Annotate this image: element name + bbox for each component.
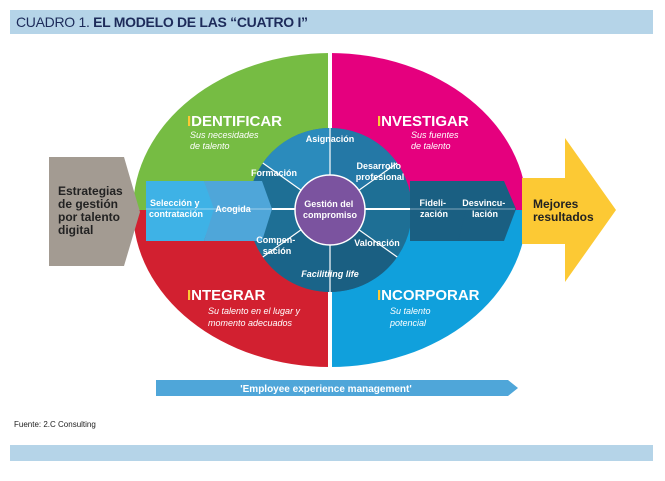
band-acogida (204, 181, 272, 241)
fidelizacion-label: Fideli- zación (419, 198, 448, 219)
strategy-box (49, 157, 140, 266)
desarrollo-label: Desarrollo profesional (356, 161, 405, 182)
center-circle (294, 174, 366, 246)
title-main: EL MODELO DE LAS “CUATRO I” (93, 14, 308, 30)
results-arrow (522, 138, 616, 282)
title-prefix: CUADRO 1. (16, 14, 90, 30)
bottom-bar (10, 445, 653, 461)
figure-title: CUADRO 1. EL MODELO DE LAS “CUATRO I” (16, 14, 308, 30)
center-label: Gestión del compromiso (303, 199, 358, 220)
strategy-text: Estrategias de gestión por talento digit… (58, 184, 126, 237)
identificar-sub: Sus necesidades de talento (190, 130, 261, 151)
incorporar-sub: Su talento potencial (389, 306, 433, 328)
desvinculacion-label: Desvincu- lación (462, 198, 508, 219)
valoracion-label: Valoración (354, 238, 400, 248)
seleccion-label: Selección y contratación (149, 198, 203, 219)
asignacion-label: Asignación (306, 134, 355, 144)
title-bar (10, 10, 653, 34)
integrar-title: INTEGRAR (187, 287, 266, 304)
identificar-title: IDENTIFICAR (187, 113, 282, 130)
incorporar-title: INCORPORAR (377, 287, 480, 304)
ring-dividers (262, 128, 398, 292)
source-note: Fuente: 2.C Consulting (14, 420, 96, 429)
integrar-sub: Su talento en el lugar y momento adecuad… (208, 306, 303, 328)
facilitating-label: Facilitiing life (301, 269, 359, 279)
employee-experience-arrow (156, 380, 518, 396)
results-text: Mejores resultados (533, 197, 594, 224)
acogida-label: Acogida (215, 204, 251, 214)
investigar-sub: Sus fuentes de talento (411, 130, 461, 151)
formacion-label: Formación (251, 168, 297, 178)
employee-experience-label: 'Employee experience management' (240, 384, 412, 395)
band-desvinculacion (458, 181, 516, 241)
compensacion-label: Compen- sación (256, 235, 298, 256)
band-seleccion (146, 181, 215, 241)
band-fidelizacion (410, 181, 468, 241)
investigar-title: INVESTIGAR (377, 113, 469, 130)
